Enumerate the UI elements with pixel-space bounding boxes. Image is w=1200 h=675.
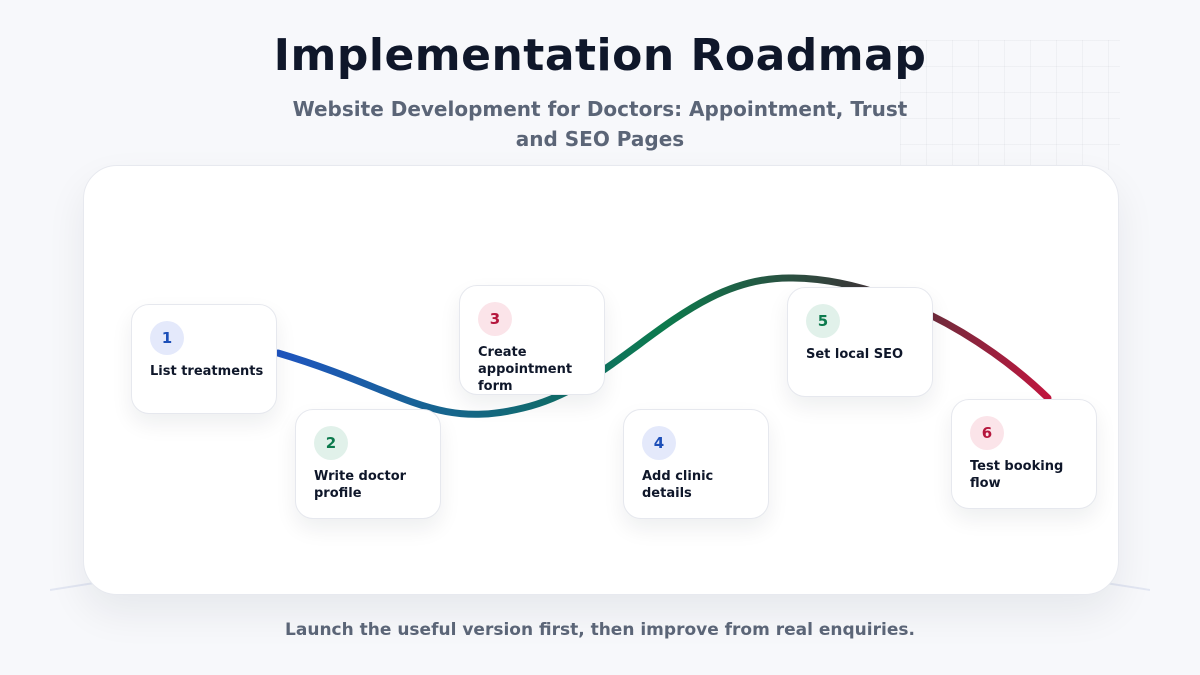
step-label: List treatments xyxy=(150,364,264,379)
step-number-badge: 4 xyxy=(642,426,676,460)
step-label: Write doctor profile xyxy=(314,469,407,501)
step-label: Test booking flow xyxy=(970,459,1064,491)
roadmap-step-2: 2 Write doctor profile xyxy=(295,409,441,519)
step-label: Create appointment form xyxy=(478,345,573,394)
roadmap-step-3: 3 Create appointment form xyxy=(459,285,605,395)
footer-note: Launch the useful version first, then im… xyxy=(285,620,915,640)
page-title: Implementation Roadmap xyxy=(273,30,927,81)
step-number-badge: 5 xyxy=(806,304,840,338)
roadmap-step-1: 1 List treatments xyxy=(131,304,277,414)
step-number-badge: 3 xyxy=(478,302,512,336)
step-label: Set local SEO xyxy=(806,347,904,362)
roadmap-step-5: 5 Set local SEO xyxy=(787,287,933,397)
page-subtitle: Website Development for Doctors: Appoint… xyxy=(292,97,908,151)
step-number-badge: 1 xyxy=(150,321,184,355)
step-label: Add clinic details xyxy=(642,469,714,501)
roadmap-step-4: 4 Add clinic details xyxy=(623,409,769,519)
background-grid xyxy=(900,40,1120,170)
step-number-badge: 2 xyxy=(314,426,348,460)
step-number-badge: 6 xyxy=(970,416,1004,450)
roadmap-step-6: 6 Test booking flow xyxy=(951,399,1097,509)
